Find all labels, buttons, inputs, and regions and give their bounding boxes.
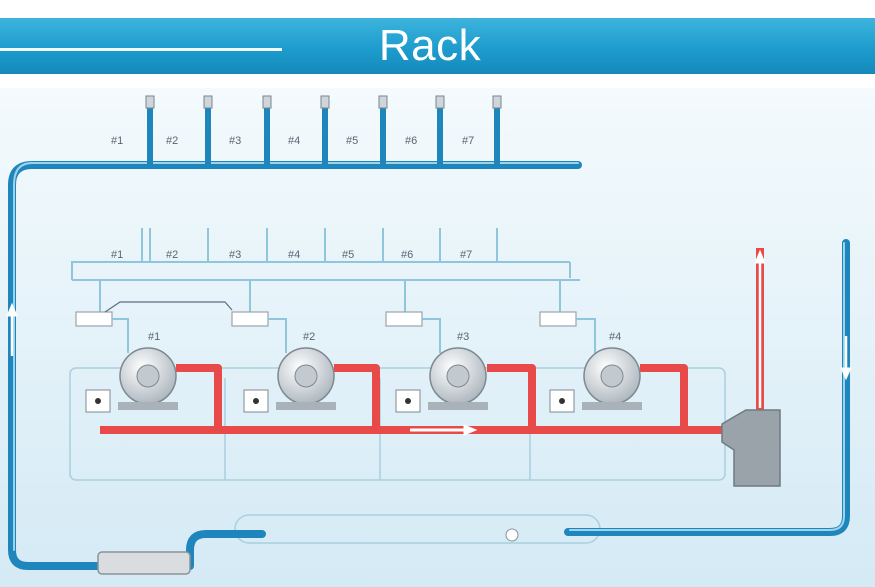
top-port-label-5: #5	[346, 135, 358, 147]
mid-port-label-5: #5	[342, 249, 354, 261]
mid-manifold	[71, 228, 580, 312]
compressor-units	[85, 347, 642, 413]
mid-port-label-6: #6	[401, 249, 413, 261]
top-port-label-7: #7	[462, 135, 474, 147]
page-title: Rack	[378, 21, 482, 70]
receiver-tank	[97, 551, 191, 575]
mid-port-label-1: #1	[111, 249, 123, 261]
mid-port-label-3: #3	[229, 249, 241, 261]
title-banner: Rack	[0, 0, 875, 90]
oil-separator	[721, 409, 781, 487]
mid-port-label-2: #2	[166, 249, 178, 261]
compressor-label-4: #4	[609, 331, 621, 343]
compressor-feeds	[112, 318, 596, 353]
title-underline	[0, 48, 282, 51]
top-port-label-6: #6	[405, 135, 417, 147]
compressor-label-2: #2	[303, 331, 315, 343]
control-boxes	[75, 311, 577, 327]
compressor-label-3: #3	[457, 331, 469, 343]
compressor-label-1: #1	[148, 331, 160, 343]
mid-port-label-4: #4	[288, 249, 300, 261]
sight-glass	[505, 528, 519, 542]
mid-port-label-7: #7	[460, 249, 472, 261]
top-manifold-drops	[147, 108, 500, 165]
top-port-label-4: #4	[288, 135, 300, 147]
oil-line	[104, 301, 233, 313]
rack-schematic: #1 #2 #3 #4 #5 #6 #7 #1 #2 #3 #4 #5 #6 #…	[0, 88, 875, 587]
suction-loop	[8, 161, 850, 570]
title-band	[0, 18, 875, 74]
suction-loop-highlight	[13, 162, 845, 551]
diagram-background	[0, 88, 875, 587]
top-manifold-valves	[145, 95, 502, 109]
top-port-label-2: #2	[166, 135, 178, 147]
flow-arrows	[6, 249, 852, 436]
top-port-label-1: #1	[111, 135, 123, 147]
top-port-label-3: #3	[229, 135, 241, 147]
